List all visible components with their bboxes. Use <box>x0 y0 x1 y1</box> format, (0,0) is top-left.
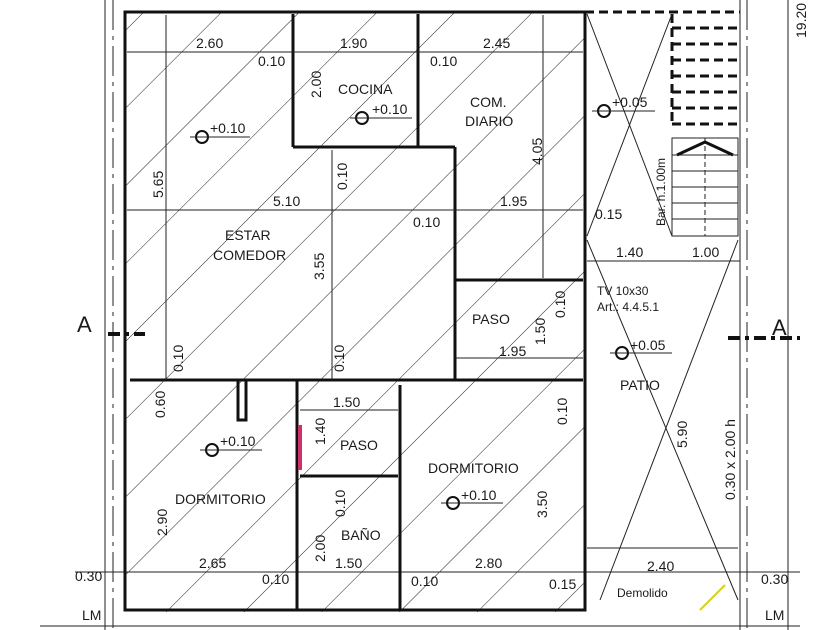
dimension-label: 5.65 <box>150 171 166 198</box>
dimension-label: 0.10 <box>552 291 568 318</box>
level-markers <box>190 104 672 510</box>
dimension-label: 0.10 <box>430 53 457 69</box>
dimension-label: 2.45 <box>483 35 510 51</box>
dimension-label: 0.10 <box>413 214 440 230</box>
level-label: +0.10 <box>210 120 246 136</box>
tv-note: TV 10x30 <box>597 284 649 298</box>
dimension-label: 3.55 <box>311 253 327 280</box>
dimension-label: 0.10 <box>331 345 347 372</box>
room-label-paso: PASO <box>340 437 378 453</box>
dimension-label: 2.90 <box>154 509 170 536</box>
dimension-label: 1.00 <box>692 244 719 260</box>
room-label-com-diario: DIARIO <box>465 113 513 129</box>
lm-label: LM <box>765 607 784 623</box>
level-label: +0.10 <box>461 487 497 503</box>
level-symbol-icon <box>350 111 412 125</box>
level-symbol-icon <box>592 104 655 118</box>
room-label-patio: PATIO <box>620 377 660 393</box>
level-label: +0.05 <box>612 94 648 110</box>
dimension-label: 1.95 <box>500 193 527 209</box>
level-label: +0.10 <box>372 101 408 117</box>
dimension-label: 0.10 <box>170 345 186 372</box>
dimension-lines <box>127 15 740 411</box>
room-label-comedor: COMEDOR <box>213 247 286 263</box>
railing-note: Bar. h.1.00m <box>654 158 668 226</box>
patio-void-cross <box>586 13 739 611</box>
dimension-label: 0.10 <box>258 53 285 69</box>
window-note: 0.30 x 2.00 h <box>722 419 738 500</box>
lot-lines <box>40 0 800 630</box>
dimension-label: 0.10 <box>554 398 570 425</box>
dimension-label: 5.90 <box>674 421 690 448</box>
dimension-label: 0.10 <box>411 573 438 589</box>
dimension-label: 1.50 <box>335 555 362 571</box>
room-label-dormitorio: DORMITORIO <box>428 460 519 476</box>
room-label-bano: BAÑO <box>341 527 381 543</box>
dimension-label: 2.60 <box>196 35 223 51</box>
level-symbol-icon <box>441 496 503 510</box>
level-label: +0.05 <box>630 337 666 353</box>
dimension-label: 0.30 <box>75 568 102 584</box>
floor-hatching <box>125 12 585 612</box>
dimension-label: 0.10 <box>332 490 348 517</box>
dimension-label: 2.00 <box>312 535 328 562</box>
section-lines <box>108 332 800 340</box>
level-symbol-icon <box>200 443 262 457</box>
dimension-label: 2.40 <box>647 558 674 574</box>
dimension-label: 1.40 <box>616 244 643 260</box>
room-label-com-diario: COM. <box>470 94 507 110</box>
dimension-label: 19.20 <box>793 3 809 38</box>
level-label: +0.10 <box>220 433 256 449</box>
dimension-label: 0.15 <box>595 206 622 222</box>
dimension-label: 1.95 <box>499 343 526 359</box>
room-label-estar: ESTAR <box>225 227 271 243</box>
section-marker-right: A <box>772 315 787 340</box>
section-marker-left: A <box>77 312 92 337</box>
lm-label: LM <box>82 607 101 623</box>
dimension-label: 2.80 <box>475 555 502 571</box>
walls <box>123 10 740 612</box>
dimension-label: 2.00 <box>308 71 324 98</box>
dimension-label: 1.50 <box>532 318 548 345</box>
stairs <box>670 14 739 237</box>
level-symbol-icon <box>610 346 672 360</box>
dimension-label: 0.30 <box>761 571 788 587</box>
tv-note: Art.: 4.4.5.1 <box>597 300 659 314</box>
level-symbol-icon <box>190 130 250 144</box>
dimension-label: 0.15 <box>549 576 576 592</box>
demolido-mark <box>699 584 726 611</box>
dimension-label: 2.65 <box>199 555 226 571</box>
dimension-label: 0.60 <box>152 391 168 418</box>
dimension-label: 1.40 <box>312 418 328 445</box>
dimension-label: 5.10 <box>273 193 300 209</box>
room-label-paso: PASO <box>472 311 510 327</box>
dimension-label: 1.50 <box>333 394 360 410</box>
dimension-label: 1.90 <box>340 35 367 51</box>
room-label-cocina: COCINA <box>338 81 393 97</box>
dimension-label: 3.50 <box>534 491 550 518</box>
dimension-label: 0.10 <box>334 163 350 190</box>
room-label-dormitorio: DORMITORIO <box>175 491 266 507</box>
dimension-label: 4.05 <box>529 138 545 165</box>
demolido-note: Demolido <box>617 586 668 600</box>
dimension-label: 0.10 <box>262 571 289 587</box>
